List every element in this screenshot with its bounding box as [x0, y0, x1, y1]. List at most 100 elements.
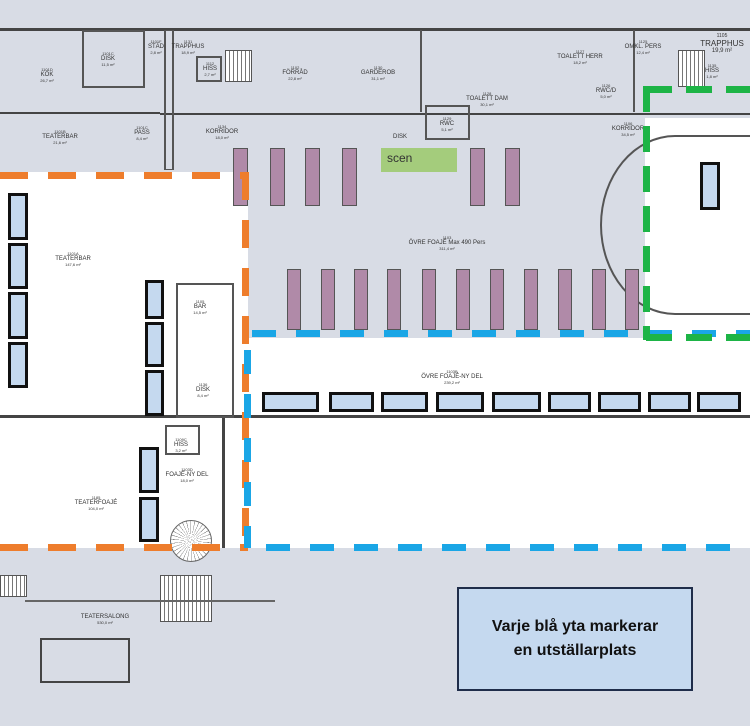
table: [354, 269, 368, 330]
exhibitor-booth[interactable]: [548, 392, 591, 412]
room-name: TEATERFOAJÉ: [74, 500, 118, 507]
room-name: KORRIDOR: [205, 129, 239, 136]
room-hiss: [196, 56, 222, 82]
room-name: KORRIDOR: [611, 126, 645, 133]
room-area: 26,7 m²: [40, 77, 54, 83]
room-bar: [176, 283, 234, 418]
room-name: HISS: [202, 66, 218, 73]
table: [592, 269, 606, 330]
wall: [222, 418, 225, 548]
room-name: RWC/D: [595, 88, 617, 95]
room-area: 21,6 m²: [53, 139, 67, 145]
room-number: 1106: [623, 121, 633, 126]
room-number: 1101A: [67, 251, 79, 256]
outer-wall-top: [0, 28, 750, 31]
room-area: 5,0 m²: [600, 93, 612, 99]
room-area: 8,4 m²: [197, 392, 209, 398]
exhibitor-booth[interactable]: [492, 392, 541, 412]
table: [287, 269, 301, 330]
room-area: 34,5 m²: [621, 131, 635, 137]
room-name: TEATERSALONG: [80, 614, 130, 620]
exhibitor-booth[interactable]: [139, 447, 159, 493]
blue-zone-border: [252, 330, 750, 337]
curved-staircase: [600, 135, 750, 315]
wall: [0, 112, 160, 114]
counter-name: DISK: [392, 134, 408, 140]
room-number: 1102: [290, 65, 300, 70]
green-zone-border: [643, 86, 650, 340]
exhibitor-booth[interactable]: [648, 392, 691, 412]
room-name: ÖVRE FOAJÉ Max 490 Pers: [408, 240, 486, 247]
room-number: 1109C: [175, 437, 187, 442]
room-number: 1103B: [446, 369, 458, 374]
exhibitor-booth[interactable]: [700, 162, 720, 210]
exhibitor-booth[interactable]: [8, 193, 28, 240]
table: [456, 269, 470, 330]
orange-zone-border: [0, 172, 248, 179]
room-number: 1129: [442, 116, 452, 121]
staircase: [678, 50, 705, 87]
counter-label: DISK: [393, 134, 407, 141]
table: [342, 148, 357, 206]
exhibitor-booth[interactable]: [262, 392, 319, 412]
room-number: 1103D: [181, 467, 193, 472]
room-number: 1101C: [102, 51, 114, 56]
room-name: GARDEROB: [360, 70, 396, 77]
exhibitor-booth[interactable]: [8, 342, 28, 388]
teatersalong-stage: [40, 638, 130, 683]
stage-area: scen: [381, 148, 457, 172]
room-name: TEATERBAR: [42, 134, 78, 141]
room-number: 1136: [198, 382, 208, 387]
room-name: TRAPPHUS: [171, 44, 205, 51]
room-name: TRAPPHUS: [700, 38, 744, 48]
exhibitor-booth[interactable]: [381, 392, 428, 412]
exhibitor-booth[interactable]: [329, 392, 374, 412]
exhibitor-booth[interactable]: [145, 280, 164, 319]
room-area: 3,2 m²: [175, 447, 187, 453]
room-number: 1101D: [41, 67, 53, 72]
room-number: 1126: [601, 83, 611, 88]
room-name: OMKL. PERS: [624, 44, 662, 51]
room-area: 2,7 m²: [204, 71, 216, 77]
exhibitor-booth[interactable]: [145, 322, 164, 367]
table: [524, 269, 538, 330]
exhibitor-booth[interactable]: [598, 392, 641, 412]
exhibitor-booth[interactable]: [145, 370, 164, 416]
exhibitor-booth[interactable]: [436, 392, 484, 412]
room-name: DISK: [195, 387, 211, 394]
exhibitor-booth[interactable]: [139, 497, 159, 542]
wall: [0, 415, 750, 418]
room-number: 1125: [638, 39, 648, 44]
spiral-staircase: [170, 520, 212, 562]
room-name: FÖRRÅD: [282, 70, 308, 77]
room-name: TOALETT HERR: [557, 54, 603, 61]
room-area: 1,8 m²: [706, 73, 718, 79]
exhibitor-booth[interactable]: [8, 243, 28, 289]
room-number: 1135: [707, 63, 717, 68]
room-name: STÄD: [147, 44, 165, 51]
staircase: [0, 575, 27, 597]
room-area: 311,4 m²: [439, 245, 455, 251]
exhibitor-booth[interactable]: [697, 392, 741, 412]
room-name: RWC: [439, 121, 455, 128]
room-area: 18,9 m²: [181, 49, 195, 55]
exhibitor-booth[interactable]: [8, 292, 28, 339]
room-hiss-2: [165, 425, 200, 455]
room-number: 1128: [482, 91, 492, 96]
room-name: HISS: [173, 442, 189, 449]
room-area: 30,1 m²: [480, 101, 494, 107]
